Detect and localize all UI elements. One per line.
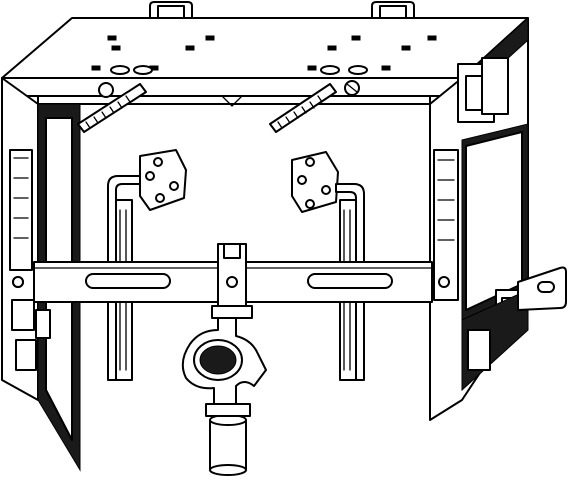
mounting-box-rim <box>1 77 463 107</box>
mounting-box-top <box>1 17 529 79</box>
center-clamp <box>211 243 253 319</box>
threaded-rod-left <box>77 82 147 133</box>
right-side-panel <box>429 16 529 421</box>
supply-bracket-right <box>291 151 365 381</box>
threaded-rod-right <box>269 80 360 133</box>
drain-elbow <box>181 317 267 476</box>
wall-mounting-tab <box>517 266 567 311</box>
